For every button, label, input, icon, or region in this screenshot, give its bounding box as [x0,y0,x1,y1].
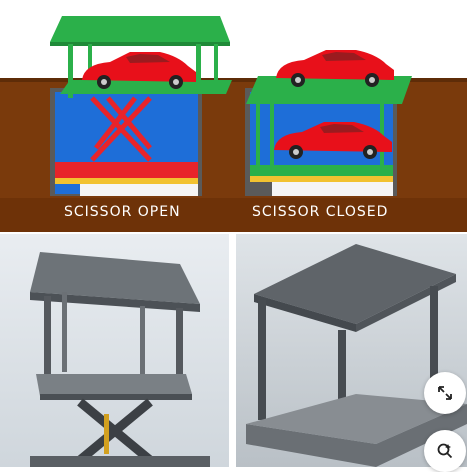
scissor-lift-photo[interactable] [0,234,229,467]
visual-search-button[interactable] [424,430,466,472]
car-top-left [82,52,196,89]
car-bottom-right [274,122,392,159]
car-top-right [276,50,394,87]
right-top-platform [246,76,412,104]
scissor-mechanism [90,96,152,162]
expand-button[interactable] [424,372,466,414]
closed-lift-photo[interactable] [236,234,467,467]
visual-search-icon [437,443,453,459]
left-pit [50,88,202,196]
parking-lift-illustration [0,0,467,232]
caption-scissor-open: SCISSOR OPEN [64,204,181,220]
caption-scissor-closed: SCISSOR CLOSED [252,204,389,220]
expand-arrows-icon [438,386,452,400]
